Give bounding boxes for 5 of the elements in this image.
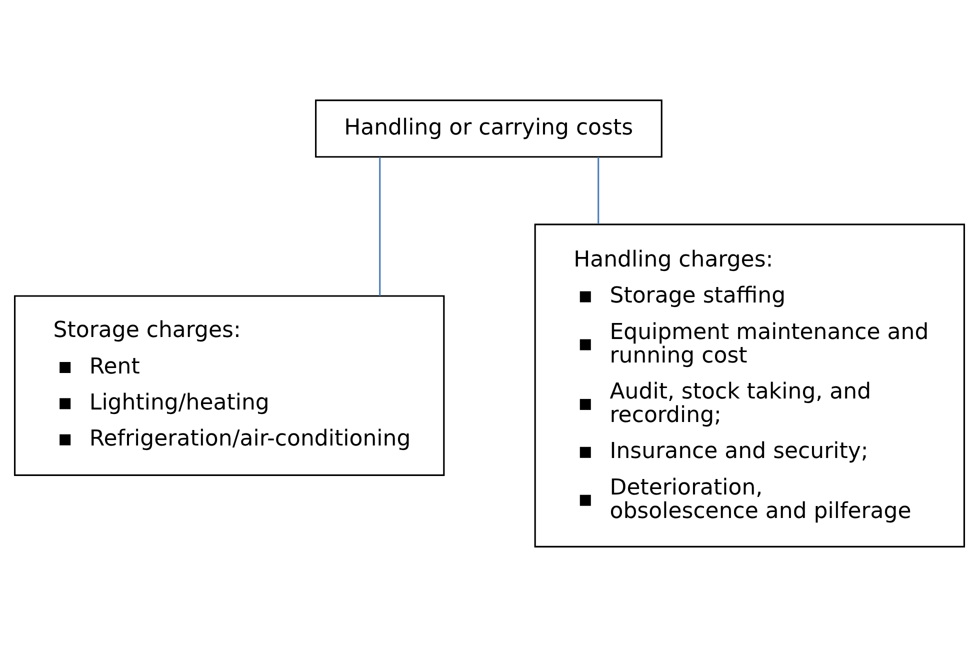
node-box: Handling or carrying costs [315, 100, 662, 158]
connector [598, 157, 600, 224]
connector [379, 157, 381, 296]
node-box: Handling charges: Storage staffing Equipment maintenance and running cost Audit, stock taking, and recording; Insurance and security; Deterioration, obsolescence and pilferage [534, 224, 965, 548]
node-box: Storage charges: Rent Lighting/heating Refrigeration/air-conditioning [14, 295, 445, 476]
